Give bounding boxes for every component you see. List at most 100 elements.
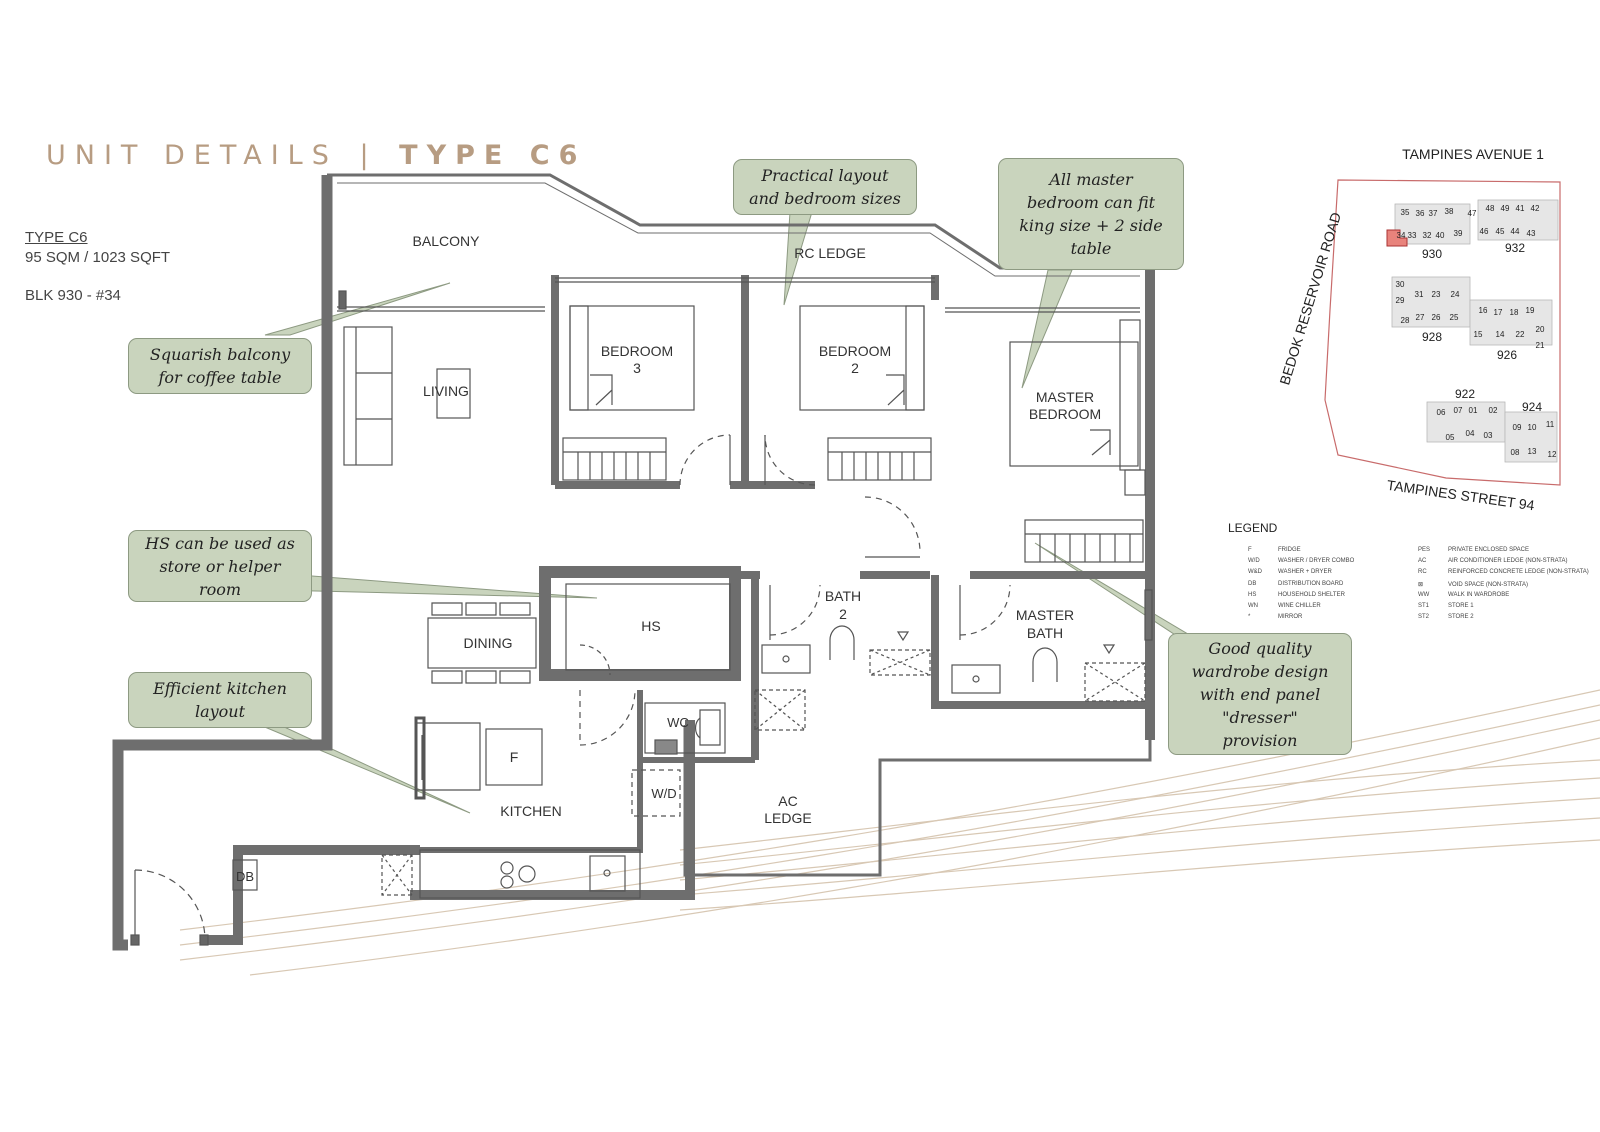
block-928: 928	[1422, 330, 1442, 344]
svg-text:46: 46	[1480, 227, 1489, 236]
room-label-living: LIVING	[423, 383, 469, 399]
svg-text:28: 28	[1401, 316, 1410, 325]
room-label-kitchen: KITCHEN	[500, 803, 561, 819]
svg-text:23: 23	[1432, 290, 1441, 299]
svg-text:07: 07	[1454, 406, 1463, 415]
svg-text:34: 34	[1397, 231, 1406, 240]
svg-text:19: 19	[1526, 306, 1535, 315]
svg-text:45: 45	[1496, 227, 1505, 236]
svg-text:13: 13	[1528, 447, 1537, 456]
room-label-bedroom2-number: 2	[851, 360, 859, 376]
title-separator: |	[359, 140, 378, 171]
svg-text:12: 12	[1548, 450, 1557, 459]
room-label-bath2-number: 2	[839, 606, 847, 622]
svg-text:37: 37	[1429, 209, 1438, 218]
room-label-master-bath-1: MASTER	[1016, 607, 1074, 623]
unit-type-label: TYPE C6	[25, 229, 88, 246]
svg-text:18: 18	[1510, 308, 1519, 317]
street-tampines-avenue-1: TAMPINES AVENUE 1	[1402, 146, 1544, 162]
callout-master-bedroom: All master bedroom can fit king size + 2…	[998, 158, 1184, 270]
svg-text:04: 04	[1466, 429, 1475, 438]
svg-text:32: 32	[1423, 231, 1432, 240]
background-wave-lines	[179, 689, 1600, 976]
callout-pointers	[258, 211, 1200, 814]
callout-wardrobe: Good quality wardrobe design with end pa…	[1168, 633, 1352, 755]
room-label-rc-ledge: RC LEDGE	[794, 245, 866, 261]
room-label-wc: WC	[667, 715, 689, 730]
svg-text:15: 15	[1474, 330, 1483, 339]
block-924: 924	[1522, 400, 1542, 414]
svg-text:29: 29	[1396, 296, 1405, 305]
svg-text:20: 20	[1536, 325, 1545, 334]
void-space-icon: ⊠	[1418, 582, 1424, 588]
svg-text:21: 21	[1536, 341, 1545, 350]
street-bedok-reservoir-road: BEDOK RESERVOIR ROAD	[1276, 210, 1344, 386]
svg-text:24: 24	[1451, 290, 1460, 299]
svg-text:16: 16	[1479, 306, 1488, 315]
svg-text:26: 26	[1432, 313, 1441, 322]
block-930: 930	[1422, 247, 1442, 261]
svg-text:33: 33	[1408, 231, 1417, 240]
block-932: 932	[1505, 241, 1525, 255]
room-label-master-bedroom-2: BEDROOM	[1029, 406, 1101, 422]
callout-hs: HS can be used as store or helper room	[128, 530, 312, 602]
svg-text:06: 06	[1437, 408, 1446, 417]
unit-area: 95 SQM / 1023 SQFT	[25, 249, 171, 266]
block-926: 926	[1497, 348, 1517, 362]
svg-text:22: 22	[1516, 330, 1525, 339]
svg-text:05: 05	[1446, 433, 1455, 442]
room-label-hs: HS	[641, 618, 660, 634]
svg-text:08: 08	[1511, 448, 1520, 457]
room-label-ac-ledge-2: LEDGE	[764, 810, 811, 826]
svg-text:31: 31	[1415, 290, 1424, 299]
room-label-master-bedroom-1: MASTER	[1036, 389, 1094, 405]
title-unit-type: TYPE C6	[399, 140, 587, 171]
legend-title: LEGEND	[1228, 521, 1278, 535]
room-label-fridge: F	[510, 749, 519, 765]
callout-kitchen: Efficient kitchen layout	[128, 672, 312, 728]
room-labels: BALCONY RC LEDGE LIVING BEDROOM 3 BEDROO…	[236, 233, 1101, 884]
title-unit-details: UNIT DETAILS	[46, 140, 338, 171]
svg-text:39: 39	[1454, 229, 1463, 238]
svg-text:40: 40	[1436, 231, 1445, 240]
fixtures	[130, 277, 1153, 946]
svg-text:17: 17	[1494, 308, 1503, 317]
room-label-db: DB	[236, 869, 254, 884]
svg-text:30: 30	[1396, 280, 1405, 289]
svg-text:35: 35	[1401, 208, 1410, 217]
room-label-washer-dryer: W/D	[651, 786, 676, 801]
room-label-bedroom2-name: BEDROOM	[819, 343, 891, 359]
room-label-dining: DINING	[464, 635, 513, 651]
svg-text:09: 09	[1513, 423, 1522, 432]
svg-text:43: 43	[1527, 229, 1536, 238]
svg-text:03: 03	[1484, 431, 1493, 440]
room-label-master-bath-2: BATH	[1027, 625, 1063, 641]
svg-text:01: 01	[1469, 406, 1478, 415]
svg-text:25: 25	[1450, 313, 1459, 322]
svg-text:41: 41	[1516, 204, 1525, 213]
callout-balcony: Squarish balcony for coffee table	[128, 338, 312, 394]
svg-text:42: 42	[1531, 204, 1540, 213]
svg-text:38: 38	[1445, 207, 1454, 216]
svg-text:36: 36	[1416, 209, 1425, 218]
room-label-bedroom3-number: 3	[633, 360, 641, 376]
svg-text:14: 14	[1496, 330, 1505, 339]
svg-text:44: 44	[1511, 227, 1520, 236]
svg-text:27: 27	[1416, 313, 1425, 322]
site-unit-numbers: 35 36 37 38 47 48 49 41 42 34 33 32 40 3…	[1396, 204, 1557, 459]
svg-text:47: 47	[1468, 209, 1477, 218]
room-label-ac-ledge-1: AC	[778, 793, 797, 809]
svg-text:10: 10	[1528, 423, 1537, 432]
room-label-bedroom3-name: BEDROOM	[601, 343, 673, 359]
room-label-bath2-name: BATH	[825, 588, 861, 604]
block-922: 922	[1455, 387, 1475, 401]
svg-text:49: 49	[1501, 204, 1510, 213]
site-plan: TAMPINES AVENUE 1 BEDOK RESERVOIR ROAD T…	[1276, 146, 1561, 513]
callout-bedrooms: Practical layout and bedroom sizes	[733, 159, 917, 215]
svg-text:11: 11	[1546, 420, 1555, 429]
room-label-balcony: BALCONY	[413, 233, 481, 249]
svg-text:48: 48	[1486, 204, 1495, 213]
unit-block: BLK 930 - #34	[25, 287, 121, 304]
svg-text:02: 02	[1489, 406, 1498, 415]
page-title: UNIT DETAILS | TYPE C6	[46, 140, 586, 171]
